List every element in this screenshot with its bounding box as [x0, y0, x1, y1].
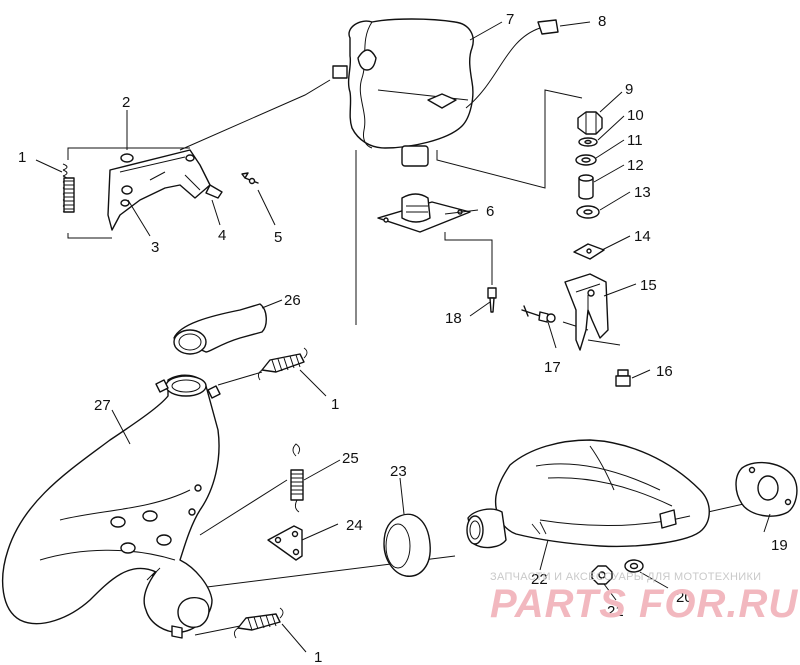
callout-22: 22 [531, 571, 548, 588]
washer-20 [624, 559, 644, 573]
callout-23: 23 [390, 463, 407, 480]
hose-26 [173, 303, 267, 355]
bracket-15 [564, 273, 609, 351]
callout-7: 7 [506, 11, 514, 28]
callout-4: 4 [218, 227, 226, 244]
callout-25: 25 [342, 450, 359, 467]
callout-18: 18 [445, 310, 462, 327]
nut-21 [591, 565, 613, 585]
rivet-2 [120, 153, 134, 163]
cotter-pin-5 [241, 172, 259, 185]
callout-16: 16 [656, 363, 673, 380]
callout-21: 21 [607, 603, 624, 620]
callout-1c: 1 [314, 649, 322, 665]
watermark-brand: PARTS FOR.RU [490, 582, 798, 626]
callout-10: 10 [627, 107, 644, 124]
callout-2: 2 [122, 94, 130, 111]
screw-18 [487, 287, 497, 313]
screw-17 [521, 305, 556, 323]
seal-23 [383, 513, 431, 577]
clip-4 [205, 184, 223, 199]
flange-gasket-19 [735, 461, 798, 517]
callout-20: 20 [676, 589, 693, 606]
callout-27: 27 [94, 397, 111, 414]
wire-connector-8 [465, 19, 559, 109]
callout-3: 3 [151, 239, 159, 256]
callout-8: 8 [598, 13, 606, 30]
expansion-pipe-27 [2, 374, 221, 639]
callout-6: 6 [486, 203, 494, 220]
callout-11: 11 [627, 132, 643, 149]
callout-13: 13 [634, 184, 651, 201]
callout-26: 26 [284, 292, 301, 309]
spacer-12 [578, 177, 594, 200]
bracket-24 [267, 525, 303, 561]
spring-1-top [62, 163, 75, 213]
watermark: ЗАПЧАСТИ И АКСЕССУАРЫ ДЛЯ МОТОТЕХНИКИ PA… [490, 571, 798, 626]
callout-19: 19 [771, 537, 788, 554]
spring-1-bottom [233, 607, 284, 639]
muffler-22 [466, 439, 710, 549]
callout-24: 24 [346, 517, 363, 534]
callout-5: 5 [274, 229, 282, 246]
callout-14: 14 [634, 228, 651, 245]
hardware-stack [573, 111, 605, 260]
callout-leaders [35, 21, 771, 653]
callout-15: 15 [640, 277, 657, 294]
spring-1-middle [257, 347, 308, 381]
callout-9: 9 [625, 81, 633, 98]
watermark-tagline: ЗАПЧАСТИ И АКСЕССУАРЫ ДЛЯ МОТОТЕХНИКИ [490, 571, 761, 583]
bolt-16 [615, 369, 631, 387]
callout-17: 17 [544, 359, 561, 376]
nut-3 [121, 185, 133, 195]
spring-25 [290, 443, 304, 513]
callout-1a: 1 [18, 149, 26, 166]
silencer-7 [332, 18, 474, 167]
mounting-bracket [107, 149, 223, 231]
assembly-lines [67, 79, 749, 636]
nut-9 [577, 111, 603, 135]
callout-labels: 1 2 3 4 5 6 7 8 9 10 11 12 13 14 15 16 1… [18, 11, 788, 665]
callout-1b: 1 [331, 396, 339, 413]
callout-12: 12 [627, 157, 644, 174]
